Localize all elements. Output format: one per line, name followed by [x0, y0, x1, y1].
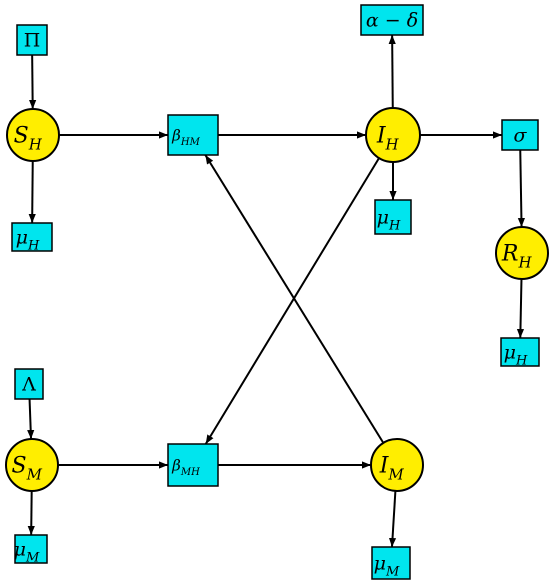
- node-label: α − δ: [366, 10, 418, 32]
- node-pi: Π: [16, 24, 48, 56]
- rate-box: [360, 4, 424, 36]
- node-im: IM: [370, 438, 424, 492]
- rate-box: [371, 546, 411, 580]
- node-label: σ: [514, 125, 528, 147]
- arrow-ih-to-beta_mh: [204, 157, 380, 445]
- arrow-pi-to-sh: [29, 54, 37, 110]
- arrow-lambda-to-sm: [27, 398, 35, 440]
- node-lambda: Λ: [14, 368, 44, 400]
- node-label: IM: [379, 454, 405, 484]
- node-label: Λ: [21, 374, 36, 396]
- rate-box: [16, 24, 48, 56]
- arrow-ih-to-alpha_delta: [388, 34, 396, 109]
- arrow-sm-to-mu_m_1: [27, 490, 35, 536]
- node-beta-hm: βHM: [167, 114, 219, 156]
- rate-box: [501, 119, 539, 151]
- node-mu-m-2: μM: [371, 546, 411, 580]
- node-sigma: σ: [501, 119, 539, 151]
- node-ih: IH: [365, 107, 421, 163]
- arrow-sigma-to-rh: [517, 149, 526, 228]
- rate-box: [500, 337, 540, 367]
- compartment-circle: [365, 107, 421, 163]
- compartment-circle: [6, 108, 60, 162]
- edges-layer: [27, 34, 526, 548]
- node-label: SM: [12, 454, 43, 484]
- compartment-circle: [5, 438, 59, 492]
- node-label: βHM: [171, 126, 200, 148]
- compartment-circle: [495, 226, 549, 280]
- arrow-sh-to-mu_h_1: [28, 160, 36, 224]
- node-label: μM: [14, 539, 40, 566]
- compartment-circle: [370, 438, 424, 492]
- node-rh: RH: [495, 226, 549, 280]
- arrow-im-to-mu_m_2: [388, 490, 397, 548]
- nodes-layer: Π SH μH βHM IH α − δ μH σRH μH Λ SM μM βMH IM μM: [5, 4, 549, 580]
- node-beta-mh: βMH: [167, 443, 219, 487]
- node-label: IH: [376, 124, 400, 154]
- node-label: μM: [374, 553, 400, 580]
- arrow-rh-to-mu_h_3: [516, 278, 525, 339]
- rate-box: [14, 534, 48, 564]
- node-label: Π: [24, 30, 41, 52]
- node-label: SH: [14, 124, 43, 154]
- node-label: μH: [377, 207, 401, 234]
- node-mu-m-1: μM: [14, 534, 48, 566]
- rate-box: [11, 222, 53, 252]
- rate-box: [374, 199, 412, 235]
- rate-box: [167, 114, 219, 156]
- rate-box: [167, 443, 219, 487]
- node-label: βMH: [171, 456, 200, 478]
- rate-box: [14, 368, 44, 400]
- node-alpha-delta: α − δ: [360, 4, 424, 36]
- node-mu-h-2: μH: [374, 199, 412, 235]
- arrow-im-to-beta_hm: [204, 154, 385, 444]
- node-mu-h-1: μH: [11, 222, 53, 254]
- node-label: μH: [504, 342, 528, 369]
- node-mu-h-3: μH: [500, 337, 540, 369]
- node-label: RH: [501, 242, 533, 272]
- node-label: μH: [16, 227, 40, 254]
- node-sm: SM: [5, 438, 59, 492]
- node-sh: SH: [6, 108, 60, 162]
